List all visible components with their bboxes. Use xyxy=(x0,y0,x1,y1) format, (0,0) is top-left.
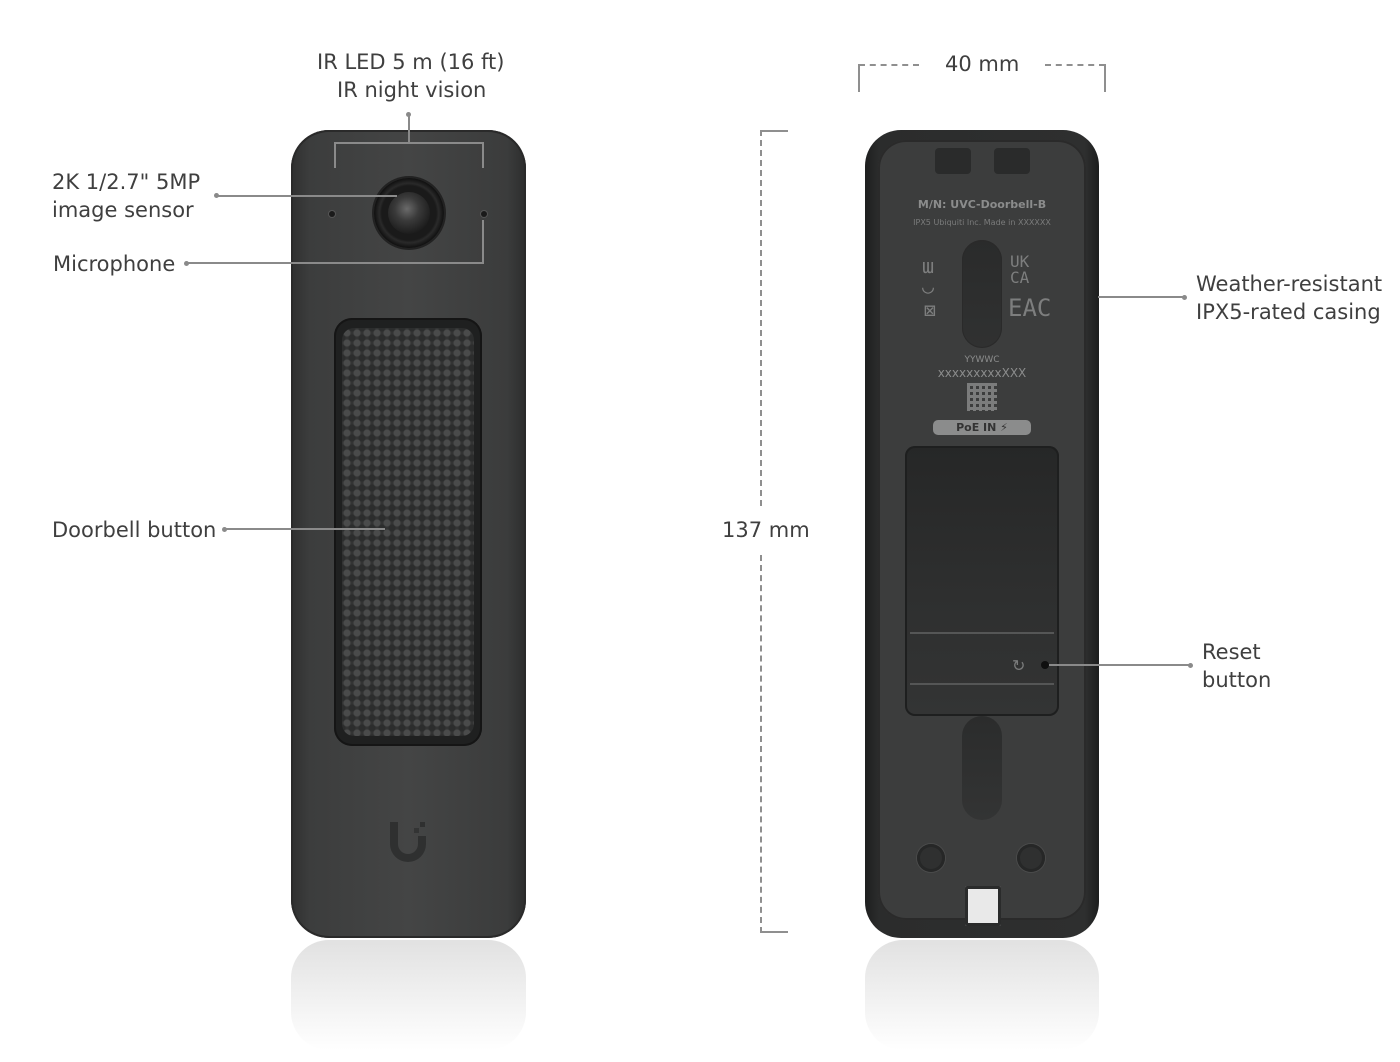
height-dimension-label: 137 mm xyxy=(722,518,810,542)
weee-bin-icon: ⊠ xyxy=(924,298,937,322)
microphone-dot xyxy=(184,261,189,266)
width-dimension-line-right xyxy=(1045,64,1105,66)
ce-mark-icon: ɯ xyxy=(922,254,935,278)
mounting-slot-upper xyxy=(962,240,1002,348)
front-reflection xyxy=(291,940,526,1050)
image-sensor-label-1: 2K 1/2.7" 5MP xyxy=(52,170,201,194)
width-dimension-label: 40 mm xyxy=(945,52,1020,76)
date-code: YYWWC xyxy=(964,355,1000,365)
width-dimension-line-left xyxy=(859,64,919,66)
ir-led-bracket-left xyxy=(334,142,336,168)
reset-label-2: button xyxy=(1202,668,1272,692)
microphone-leader-v xyxy=(482,220,484,264)
image-sensor-label-2: image sensor xyxy=(52,198,194,222)
image-sensor-dot xyxy=(214,193,219,198)
casing-leader xyxy=(1098,296,1184,298)
model-number: M/N: UVC-Doorbell-B xyxy=(917,198,1047,211)
microphone-leader-h xyxy=(187,262,484,264)
ir-sensor-pinhole xyxy=(329,211,335,217)
doorbell-button[interactable] xyxy=(342,328,474,736)
reset-button[interactable] xyxy=(1041,661,1049,669)
height-dimension-line-top xyxy=(760,130,762,506)
reset-dot xyxy=(1188,663,1193,668)
back-reflection xyxy=(865,940,1099,1050)
qr-code-icon xyxy=(967,383,997,411)
eac-mark: EAC xyxy=(1008,294,1052,322)
microphone-label: Microphone xyxy=(53,252,176,276)
cavity-ridge-1 xyxy=(910,632,1054,634)
ubiquiti-logo-icon xyxy=(390,822,426,862)
doorbell-button-label: Doorbell button xyxy=(52,518,217,542)
height-dimension-line-bottom xyxy=(760,555,762,933)
casing-label-1: Weather-resistant xyxy=(1196,272,1383,296)
serial-number: xxxxxxxxxXXX xyxy=(937,366,1027,380)
ir-led-bracket-right xyxy=(482,142,484,168)
image-sensor-leader xyxy=(217,195,397,197)
screw-hole-left xyxy=(917,844,945,872)
casing-label-2: IPX5-rated casing xyxy=(1196,300,1381,324)
casing-dot xyxy=(1182,295,1187,300)
doorbell-button-dot xyxy=(222,527,227,532)
cavity-ridge-2 xyxy=(910,683,1054,685)
doorbell-button-leader xyxy=(225,528,385,530)
ukca-mark: UK CA xyxy=(1010,252,1030,287)
height-dimension-tick-bottom xyxy=(760,931,788,933)
reset-icon: ↻ xyxy=(1012,656,1026,675)
ir-night-vision-label: IR night vision xyxy=(337,78,487,102)
microphone-pinhole xyxy=(481,211,487,217)
ir-led-bracket-top xyxy=(334,142,484,144)
ce-mark-icon-2: ◡ xyxy=(922,274,935,298)
mount-clip-right xyxy=(994,148,1030,174)
width-dimension-tick-left xyxy=(858,64,860,92)
reset-leader xyxy=(1049,664,1189,666)
mount-clip-left xyxy=(935,148,971,174)
ir-led-dot xyxy=(406,112,411,117)
screw-hole-right xyxy=(1017,844,1045,872)
camera-lens-glass xyxy=(388,192,430,234)
mounting-slot-lower xyxy=(962,716,1002,820)
label-subtext: IPX5 Ubiquiti Inc. Made in XXXXXX xyxy=(913,218,1051,227)
reset-label-1: Reset xyxy=(1202,640,1261,664)
cable-notch xyxy=(965,886,1001,926)
poe-in-badge: PoE IN ⚡ xyxy=(933,420,1031,435)
height-dimension-tick-top xyxy=(760,130,788,132)
width-dimension-tick-right xyxy=(1104,64,1106,92)
ir-led-label: IR LED 5 m (16 ft) xyxy=(317,50,505,74)
cable-cavity xyxy=(905,446,1059,716)
ir-led-leader xyxy=(408,116,410,142)
